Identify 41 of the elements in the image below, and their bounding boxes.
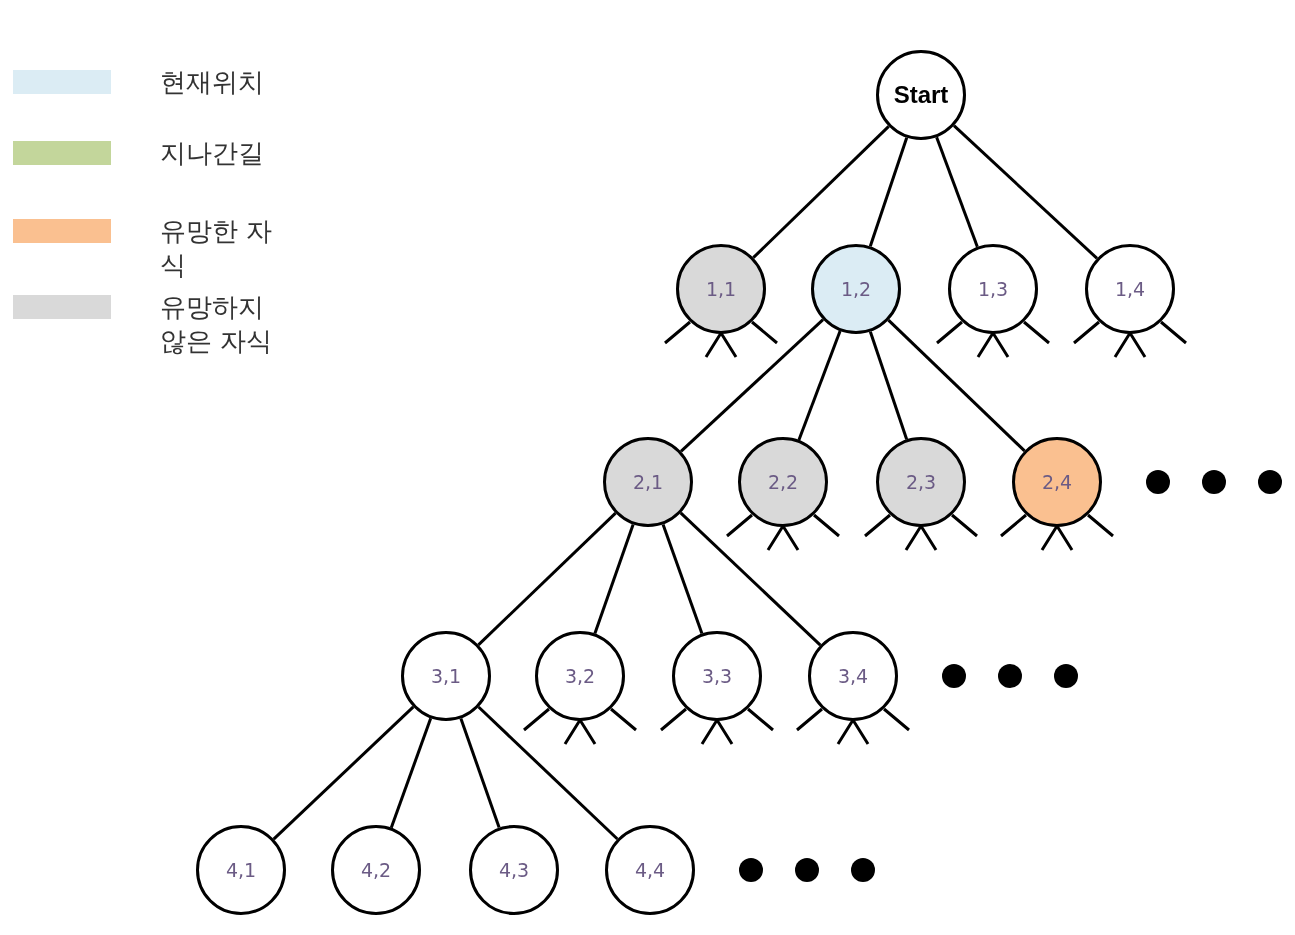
tree-edge <box>661 523 704 635</box>
tree-edge <box>459 717 501 829</box>
node-label: 2,2 <box>767 471 799 493</box>
tree-node-circle <box>401 631 491 721</box>
node-label: 3,1 <box>430 665 462 687</box>
tree-edge <box>679 318 825 453</box>
node-label: 3,2 <box>564 665 596 687</box>
legend-label: 유망한 자식 <box>160 215 274 282</box>
node-label: 4,4 <box>634 859 666 881</box>
node-label: 2,1 <box>632 471 664 493</box>
legend-label: 현재위치 <box>160 66 265 99</box>
node-label: 2,4 <box>1041 471 1073 493</box>
node-label: 4,1 <box>225 859 257 881</box>
tree-edge <box>477 512 617 646</box>
node-label: 3,3 <box>701 665 733 687</box>
tree-edge <box>935 136 979 248</box>
legend-label: 지나간길 <box>160 137 265 170</box>
tree-edge <box>593 523 635 635</box>
node-label: 1,2 <box>840 278 872 300</box>
tree-node-circle <box>603 437 693 527</box>
node-label: 4,3 <box>498 859 530 881</box>
tree-edge <box>477 705 619 841</box>
tree-edge <box>752 125 890 259</box>
tree-edge <box>952 124 1099 260</box>
node-label: 1,4 <box>1114 278 1146 300</box>
node-label: 1,1 <box>705 278 737 300</box>
node-label: 1,3 <box>977 278 1009 300</box>
tree-edge <box>887 319 1026 452</box>
tree-edge <box>389 717 433 829</box>
tree-edge <box>272 705 415 841</box>
tree-edge <box>868 137 909 247</box>
node-label: 3,4 <box>837 665 869 687</box>
tree-edge <box>679 511 822 647</box>
node-label: Start <box>893 81 949 109</box>
tree-node-circle <box>811 244 901 334</box>
node-label: 4,2 <box>360 859 392 881</box>
node-label: 2,3 <box>905 471 937 493</box>
tree-edge <box>797 330 842 441</box>
legend-label: 유망하지 않은 자식 <box>160 291 274 358</box>
tree-edge <box>868 331 909 440</box>
tree-node-circle <box>876 50 966 140</box>
